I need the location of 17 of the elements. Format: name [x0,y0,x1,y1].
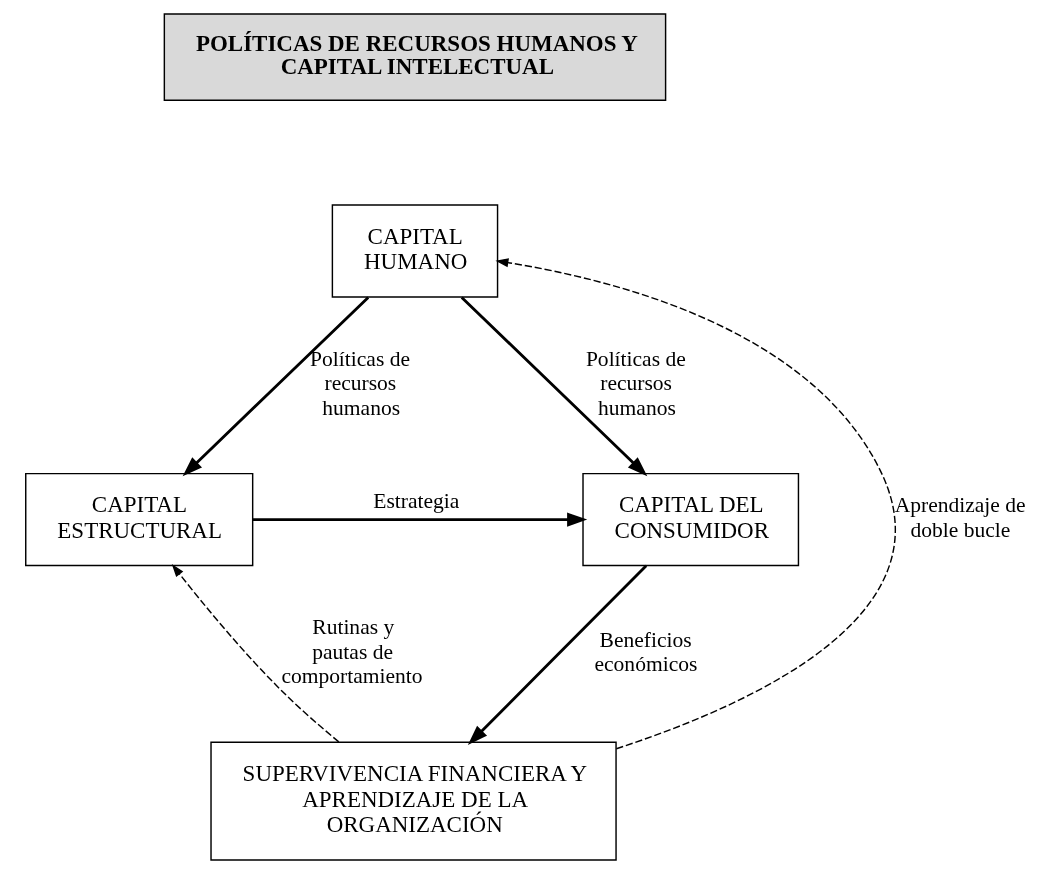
node-box: CAPITAL ESTRUCTURAL [25,472,254,567]
arrow [495,258,896,750]
edge-label: Políticas de recursos humanos [585,346,686,420]
edge-label: Aprendizaje de doble bucle [894,493,1026,542]
node-box: CAPITAL DEL CONSUMIDOR [582,472,800,567]
node-box: CAPITAL HUMANO [331,204,499,298]
arrow [182,296,370,477]
edge-label: Estrategia [373,489,460,514]
edge-label: Políticas de recursos humanos [310,346,410,420]
arrow [171,564,340,743]
arrow [467,564,648,746]
node-box: SUPERVIVENCIA FINANCIERA Y APRENDIZAJE DE LA ORGANIZACIÓN [210,741,617,861]
arrow [460,296,648,477]
arrow [252,512,588,527]
edge-label: Rutinas y pautas de comportamiento [281,615,423,689]
node-box: POLÍTICAS DE RECURSOS HUMANOS Y CAPITAL INTELECTUAL [163,13,667,101]
edge-label: Beneficios económicos [594,627,698,677]
